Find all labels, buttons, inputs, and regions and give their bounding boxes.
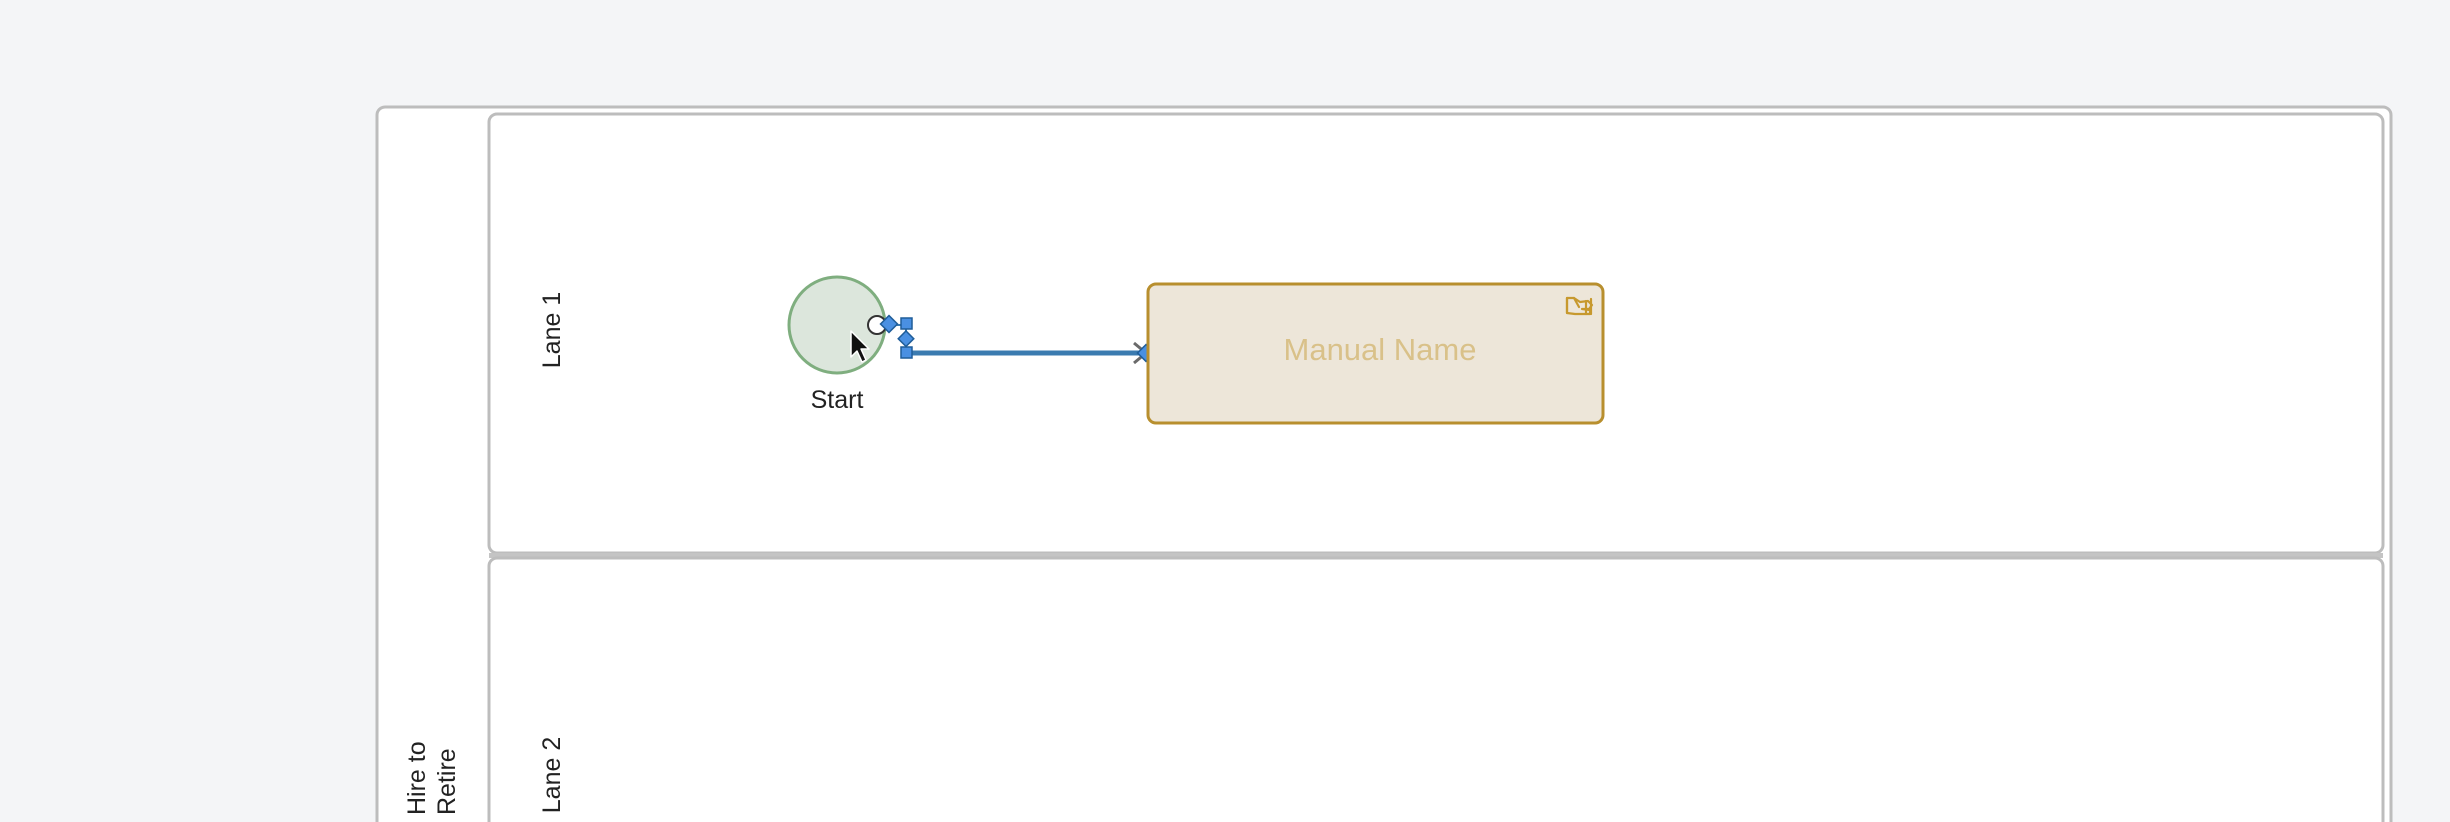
waypoint-handle-diamond[interactable]	[879, 314, 899, 334]
lane-divider	[489, 553, 2383, 558]
waypoint-handle-diamond[interactable]	[897, 329, 915, 348]
waypoint-handle-square[interactable]	[900, 317, 913, 330]
pool-label: Hire to Retire	[403, 734, 461, 815]
start-event-label: Start	[811, 386, 864, 414]
waypoint-handle-square[interactable]	[900, 346, 913, 359]
mouse-cursor-icon	[850, 330, 870, 363]
lane-2[interactable]	[487, 556, 2385, 822]
manual-task-hand-icon	[1565, 296, 1594, 316]
lane-2-label: Lane 2	[538, 737, 566, 813]
lane-1-label: Lane 1	[538, 292, 566, 368]
manual-task-label: Manual Name	[1284, 332, 1477, 367]
manual-task[interactable]	[1146, 282, 1605, 425]
